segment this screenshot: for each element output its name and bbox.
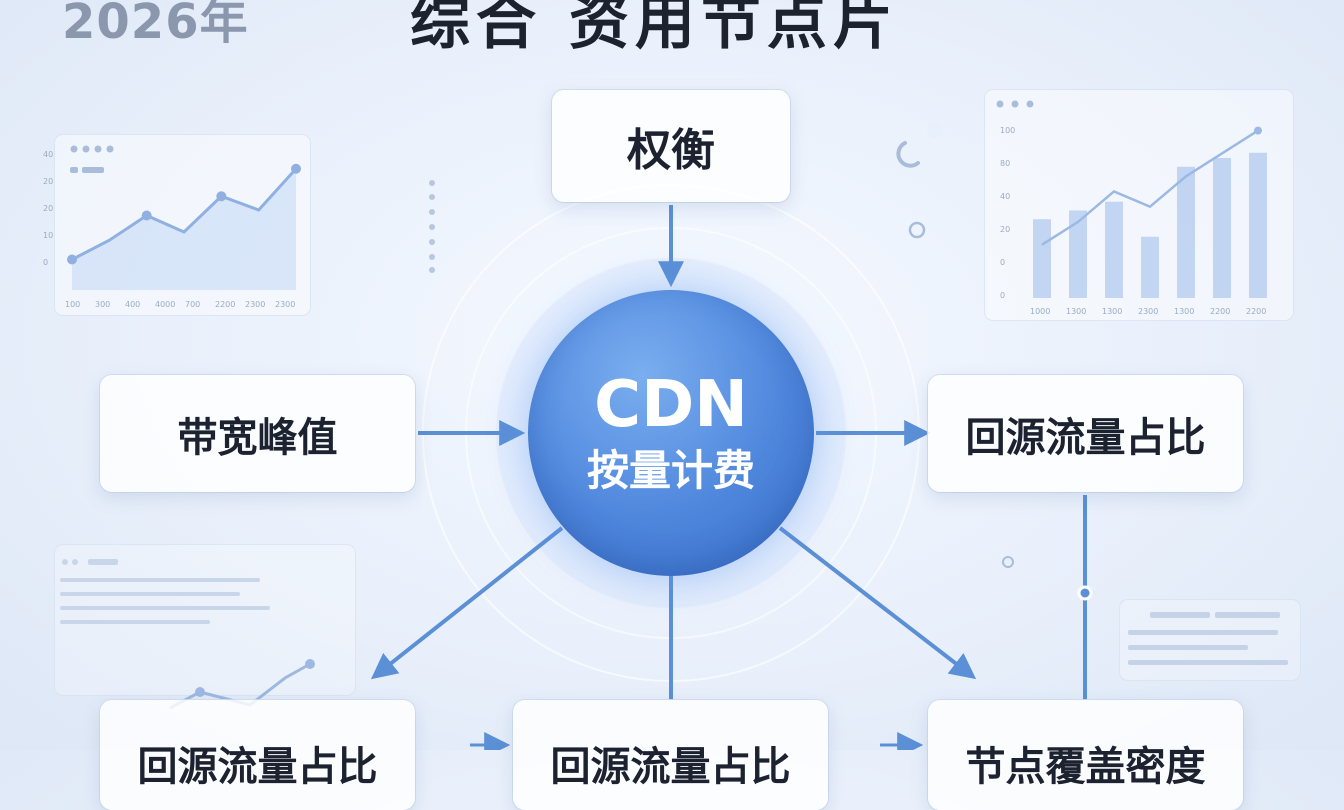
right-chart-bar [1105,201,1123,298]
decor-ring [908,221,926,239]
right-chart-line [1041,129,1259,246]
decor-mini-point-b [305,659,315,669]
right-chart-ytick: 80 [1000,159,1010,168]
decor-loading-arc [896,141,920,168]
node-bottom-left: 回源流量占比 [100,700,415,810]
left-chart-ytick: 40 [43,150,53,159]
hub-title: CDN [594,367,748,442]
decor-dotcolumn [429,180,435,273]
left-chart-xtick: 400 [125,300,140,309]
right-chart-bar [1069,210,1087,298]
node-bottom-center: 回源流量占比 [513,700,828,810]
right-chart-ytick: 100 [1000,126,1015,135]
decor-dots-right [996,100,1034,108]
right-chart-xtick: 1300 [1066,307,1086,316]
decor-ring-small [1002,556,1014,568]
arrow-hub-to-bottom-left [370,526,564,680]
right-chart-point [1254,126,1262,135]
right-chart-xtick: 1000 [1030,307,1050,316]
arrow-hub-to-bottom-right [778,526,977,680]
left-chart-xtick: 2200 [215,300,235,309]
left-chart-xtick: 700 [185,300,200,309]
hub-subtitle: 按量计费 [586,446,755,495]
right-chart-xtick: 2200 [1210,307,1230,316]
right-chart-xtick: 1300 [1102,307,1122,316]
left-chart-ytick: 20 [43,177,53,186]
right-chart-bar [1249,152,1267,298]
left-chart-ytick: 10 [43,231,53,240]
left-chart-xtick: 300 [95,300,110,309]
decor-dots-left [70,145,114,173]
node-left: 带宽峰值 [100,375,415,492]
connector-dot [1077,585,1093,601]
decor-bars-bottom-right [1128,612,1288,665]
right-chart-ytick: 40 [1000,192,1010,201]
node-top: 权衡 [552,90,790,202]
right-chart-xtick: 2300 [1138,307,1158,316]
right-chart-bar [1033,219,1051,298]
node-right: 回源流量占比 [928,375,1243,492]
left-chart-xtick: 2300 [245,300,265,309]
left-chart-ytick: 0 [43,258,48,267]
decor-circle [927,122,943,138]
left-chart-point [67,254,77,265]
left-chart-area [72,168,296,290]
right-chart-bar [1177,166,1195,298]
right-chart-ytick: 20 [1000,225,1010,234]
right-chart-xtick: 2200 [1246,307,1266,316]
node-bottom-right: 节点覆盖密度 [928,700,1243,810]
cdn-hub: CDN 按量计费 [528,290,814,576]
left-chart-ytick: 20 [43,204,53,213]
left-chart-point [216,191,227,202]
right-chart-bar [1213,158,1231,298]
left-chart-xtick: 4000 [155,300,175,309]
left-chart-xtick: 100 [65,300,80,309]
right-chart-xtick: 1300 [1174,307,1194,316]
left-chart-xtick: 2300 [275,300,295,309]
right-chart-bar [1141,236,1159,298]
page-title: 综合 资用节点片 [410,0,899,58]
left-chart-point [291,163,301,174]
right-chart-ytick: 0 [1000,258,1005,267]
left-chart-point [141,210,152,221]
year-label: 2026年 [62,0,249,50]
decor-mini-point-a [195,687,205,697]
right-chart-ytick: 0 [1000,291,1005,300]
decor-grid-bottom-left [60,559,270,624]
left-chart-line [71,167,298,261]
right-mini-chart: 100 80 40 20 0 0 1000 1300 1300 2300 1300 2200 2200 [1000,126,1267,316]
